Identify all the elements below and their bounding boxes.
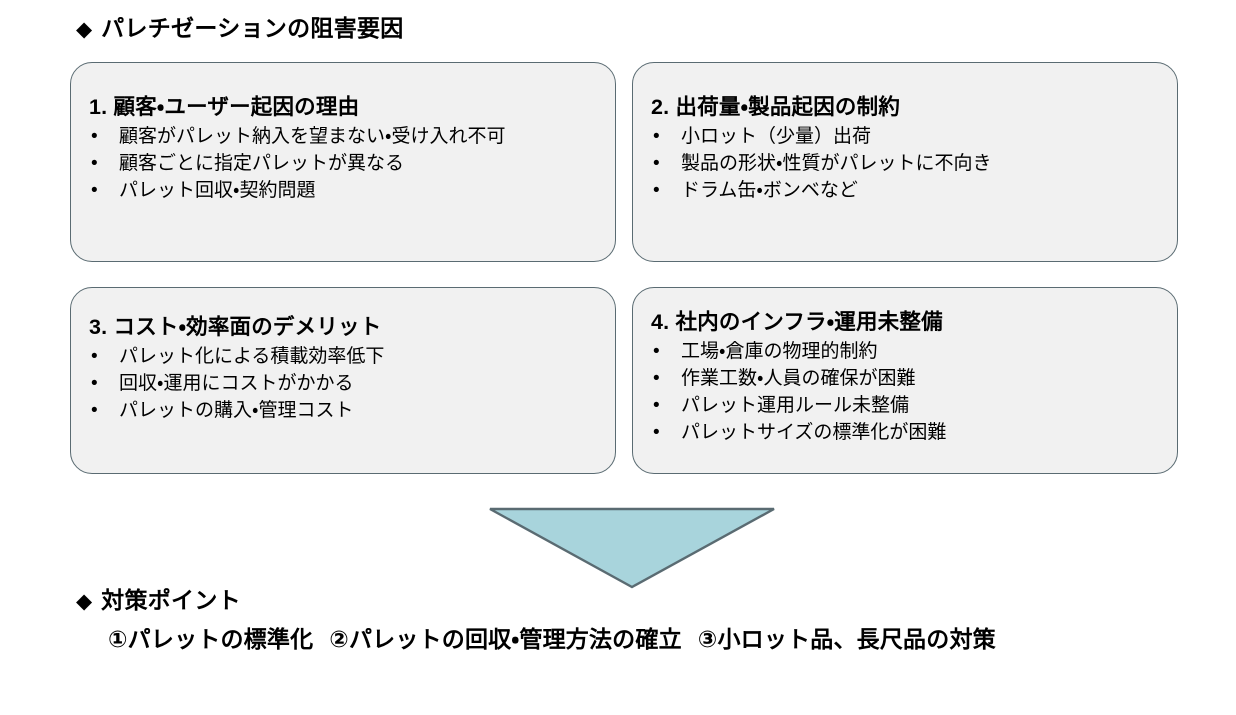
page-title-text: パレチゼーションの阻害要因	[101, 15, 404, 41]
factor-box-1-content: 1. 顧客・ユーザー起因の理由 • 顧客がパレット納入を望まない・受け入れ不可 …	[89, 95, 601, 204]
bullet-dot-icon: •	[653, 395, 660, 417]
measure-item-1: ①パレットの標準化	[108, 626, 314, 652]
list-item-label: パレットサイズの標準化が困難	[681, 422, 947, 444]
list-item-label: パレット化による積載効率低下	[119, 345, 385, 367]
list-item-label: 製品の形状・性質がパレットに不向き	[681, 152, 992, 174]
diamond-bullet-icon: ◆	[76, 18, 93, 41]
measures-list: ①パレットの標準化 ②パレットの回収・管理方法の確立 ③小ロット品、長尺品の対策	[108, 620, 996, 654]
diamond-bullet-icon: ◆	[76, 590, 93, 613]
measures-heading-text: 対策ポイント	[101, 587, 241, 613]
factor-box-2[interactable]: 2. 出荷量・製品起因の制約 • 小ロット（少量）出荷 • 製品の形状・性質がパ…	[632, 62, 1178, 262]
list-item: • 顧客ごとに指定パレットが異なる	[89, 150, 601, 177]
bullet-dot-icon: •	[91, 180, 98, 202]
list-item-label: ドラム缶・ボンベなど	[681, 180, 858, 202]
factor-box-1[interactable]: 1. 顧客・ユーザー起因の理由 • 顧客がパレット納入を望まない・受け入れ不可 …	[70, 62, 616, 262]
page-title: ◆ パレチゼーションの阻害要因	[76, 15, 404, 41]
bullet-dot-icon: •	[91, 152, 98, 174]
list-item: • 回収・運用にコストがかかる	[89, 370, 601, 397]
measures-heading: ◆ 対策ポイント	[76, 587, 241, 613]
list-item: • パレットサイズの標準化が困難	[651, 419, 1163, 446]
factor-box-4-title: 4. 社内のインフラ・運用未整備	[651, 310, 943, 334]
list-item: • 顧客がパレット納入を望まない・受け入れ不可	[89, 123, 601, 150]
factor-box-3-content: 3. コスト・効率面のデメリット • パレット化による積載効率低下 • 回収・運…	[89, 315, 601, 424]
bullet-dot-icon: •	[91, 400, 98, 422]
factor-box-1-title: 1. 顧客・ユーザー起因の理由	[89, 95, 360, 119]
bullet-dot-icon: •	[91, 125, 98, 147]
list-item: • パレットの購入・管理コスト	[89, 397, 601, 424]
measure-item-3: ③小ロット品、長尺品の対策	[697, 626, 996, 652]
factor-box-2-content: 2. 出荷量・製品起因の制約 • 小ロット（少量）出荷 • 製品の形状・性質がパ…	[651, 95, 1163, 204]
bullet-dot-icon: •	[653, 422, 660, 444]
list-item: • パレット回収・契約問題	[89, 177, 601, 204]
bullet-dot-icon: •	[91, 345, 98, 367]
list-item-label: 顧客がパレット納入を望まない・受け入れ不可	[119, 125, 506, 147]
list-item-label: 顧客ごとに指定パレットが異なる	[119, 152, 405, 174]
list-item: • 小ロット（少量）出荷	[651, 123, 1163, 150]
list-item: • 製品の形状・性質がパレットに不向き	[651, 150, 1163, 177]
bullet-dot-icon: •	[653, 152, 660, 174]
list-item: • 工場・倉庫の物理的制約	[651, 338, 1163, 365]
list-item: • パレット化による積載効率低下	[89, 343, 601, 370]
factor-box-3-title: 3. コスト・効率面のデメリット	[89, 315, 382, 339]
factor-box-3[interactable]: 3. コスト・効率面のデメリット • パレット化による積載効率低下 • 回収・運…	[70, 287, 616, 474]
bullet-dot-icon: •	[653, 125, 660, 147]
list-item-label: 工場・倉庫の物理的制約	[681, 340, 878, 362]
list-item-label: 回収・運用にコストがかかる	[119, 372, 354, 394]
factor-box-3-list: • パレット化による積載効率低下 • 回収・運用にコストがかかる • パレットの…	[89, 343, 601, 424]
list-item-label: 小ロット（少量）出荷	[681, 125, 872, 147]
factor-box-1-list: • 顧客がパレット納入を望まない・受け入れ不可 • 顧客ごとに指定パレットが異な…	[89, 123, 601, 204]
measure-item-2: ②パレットの回収・管理方法の確立	[329, 626, 682, 652]
down-arrow-icon	[489, 507, 775, 589]
list-item-label: パレット回収・契約問題	[119, 180, 316, 202]
list-item-label: 作業工数・人員の確保が困難	[681, 367, 916, 389]
list-item-label: パレットの購入・管理コスト	[119, 400, 354, 422]
factor-box-2-title: 2. 出荷量・製品起因の制約	[651, 95, 901, 119]
list-item: • 作業工数・人員の確保が困難	[651, 365, 1163, 392]
factor-box-4[interactable]: 4. 社内のインフラ・運用未整備 • 工場・倉庫の物理的制約 • 作業工数・人員…	[632, 287, 1178, 474]
factor-box-4-content: 4. 社内のインフラ・運用未整備 • 工場・倉庫の物理的制約 • 作業工数・人員…	[651, 310, 1163, 446]
factor-box-4-list: • 工場・倉庫の物理的制約 • 作業工数・人員の確保が困難 • パレット運用ルー…	[651, 338, 1163, 447]
bullet-dot-icon: •	[653, 180, 660, 202]
list-item: • ドラム缶・ボンベなど	[651, 177, 1163, 204]
factor-box-2-list: • 小ロット（少量）出荷 • 製品の形状・性質がパレットに不向き • ドラム缶・…	[651, 123, 1163, 204]
list-item-label: パレット運用ルール未整備	[681, 395, 910, 417]
list-item: • パレット運用ルール未整備	[651, 392, 1163, 419]
bullet-dot-icon: •	[653, 367, 660, 389]
bullet-dot-icon: •	[91, 372, 98, 394]
bullet-dot-icon: •	[653, 340, 660, 362]
